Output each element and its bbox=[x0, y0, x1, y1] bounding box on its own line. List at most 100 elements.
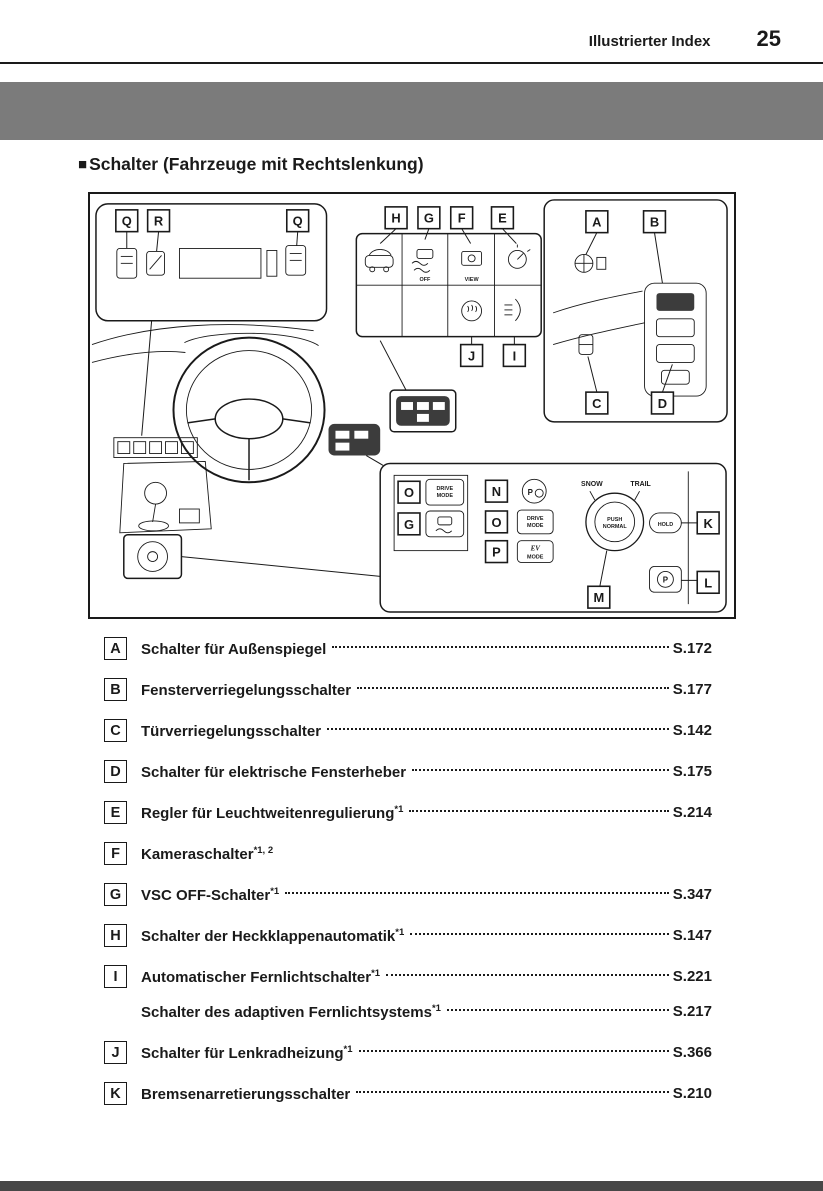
callout-p: P bbox=[484, 539, 509, 564]
callout-n: N bbox=[484, 479, 509, 503]
power-window-switch-bank bbox=[644, 282, 707, 397]
item-page-ref: S.210 bbox=[672, 1085, 712, 1102]
svg-text:TRAIL: TRAIL bbox=[630, 481, 651, 488]
callout-h: H bbox=[384, 206, 408, 230]
leader-dots bbox=[357, 686, 669, 689]
item-page-ref: S.347 bbox=[672, 886, 712, 903]
door-switch-panel bbox=[543, 199, 728, 423]
svg-text:EV: EV bbox=[530, 545, 542, 553]
svg-text:Q: Q bbox=[122, 214, 132, 229]
center-console-switch-panel bbox=[379, 462, 727, 613]
item-letter-badge: K bbox=[104, 1082, 127, 1105]
leader-dots bbox=[285, 891, 669, 894]
section-title-text: Schalter (Fahrzeuge mit Rechtslenkung) bbox=[89, 154, 424, 174]
svg-text:O: O bbox=[491, 515, 501, 530]
page-header: Illustrierter Index 25 bbox=[0, 0, 823, 64]
door-lock-switch-icon bbox=[578, 334, 594, 355]
svg-text:A: A bbox=[592, 215, 601, 230]
leader-dots bbox=[332, 645, 669, 648]
item-page-ref: S.175 bbox=[672, 763, 712, 780]
svg-text:HOLD: HOLD bbox=[658, 522, 674, 528]
callout-j: J bbox=[459, 343, 484, 368]
svg-text:SNOW: SNOW bbox=[581, 481, 603, 488]
bottom-bar bbox=[0, 1181, 823, 1191]
camera-switch-icon: VIEW bbox=[461, 251, 483, 283]
callout-o-left: O bbox=[397, 480, 421, 504]
callout-f: F bbox=[449, 206, 474, 230]
svg-text:I: I bbox=[513, 348, 517, 363]
svg-text:PUSH: PUSH bbox=[607, 517, 622, 523]
header-section-title: Illustrierter Index bbox=[588, 33, 711, 50]
item-page-ref: S.217 bbox=[672, 1003, 712, 1020]
index-item-e: E Regler für Leuchtweitenregulierung*1 S… bbox=[104, 801, 712, 824]
svg-text:MODE: MODE bbox=[527, 555, 544, 561]
item-label: Schalter für elektrische Fensterheber bbox=[141, 763, 407, 781]
index-item-i: I Automatischer Fernlichtschalter*1 S.22… bbox=[104, 965, 712, 988]
item-label: Türverriegelungsschalter bbox=[141, 722, 322, 740]
item-label: Schalter für Außenspiegel bbox=[141, 640, 327, 658]
callout-g-top: G bbox=[417, 206, 441, 230]
item-letter-badge: D bbox=[104, 760, 127, 783]
leader-dots bbox=[386, 973, 669, 976]
item-page-ref: S.147 bbox=[672, 927, 712, 944]
index-list: A Schalter für Außenspiegel S.172 B Fens… bbox=[104, 637, 712, 1105]
hold-button-icon: HOLD bbox=[649, 512, 698, 534]
drive-mode-button-icon: DRIVE MODE bbox=[425, 478, 465, 506]
callout-e: E bbox=[490, 206, 515, 230]
svg-text:K: K bbox=[703, 516, 713, 531]
svg-text:H: H bbox=[391, 211, 400, 226]
callout-q-right: Q bbox=[285, 209, 310, 233]
dashboard-outline bbox=[91, 324, 319, 363]
svg-text:G: G bbox=[404, 517, 414, 532]
drive-mode-select-knob: SNOW TRAIL PUSH NORMAL bbox=[581, 481, 652, 587]
callout-k: K bbox=[696, 511, 720, 535]
svg-text:N: N bbox=[492, 484, 501, 499]
item-page-ref: S.177 bbox=[672, 681, 712, 698]
callout-a: A bbox=[585, 210, 609, 234]
snow-mode-button-icon bbox=[425, 510, 465, 538]
steering-wheel bbox=[172, 336, 326, 484]
index-item-h: H Schalter der Heckklappenautomatik*1 S.… bbox=[104, 924, 712, 947]
mirror-switch-icon bbox=[574, 253, 607, 273]
parking-support-brake-icon: P bbox=[521, 478, 547, 504]
callout-r: R bbox=[146, 209, 171, 233]
page-number: 25 bbox=[756, 26, 781, 51]
svg-text:Q: Q bbox=[293, 214, 303, 229]
svg-text:D: D bbox=[658, 396, 667, 411]
svg-text:OFF: OFF bbox=[419, 277, 431, 283]
index-item-f: F Kameraschalter*1, 2 bbox=[104, 842, 712, 865]
leader-dots bbox=[409, 809, 669, 812]
index-item-b: B Fensterverriegelungsschalter S.177 bbox=[104, 678, 712, 701]
item-label: VSC OFF-Schalter*1 bbox=[141, 885, 280, 904]
item-letter-badge: A bbox=[104, 637, 127, 660]
item-letter-badge: I bbox=[104, 965, 127, 988]
item-letter-badge: E bbox=[104, 801, 127, 824]
item-label: Schalter des adaptiven Fernlichtsystems*… bbox=[141, 1002, 441, 1021]
vsc-off-switch-icon: OFF bbox=[411, 249, 434, 283]
svg-text:NORMAL: NORMAL bbox=[603, 524, 628, 530]
item-letter-badge: H bbox=[104, 924, 127, 947]
steering-heater-switch-icon bbox=[461, 300, 483, 322]
headlight-dial-panel bbox=[123, 534, 381, 580]
index-item-i2: Schalter des adaptiven Fernlichtsystems*… bbox=[104, 1000, 712, 1023]
item-label: Schalter der Heckklappenautomatik*1 bbox=[141, 926, 405, 945]
brake-hold-switch-icon: P bbox=[649, 566, 698, 593]
item-label: Regler für Leuchtweitenregulierung*1 bbox=[141, 803, 404, 822]
svg-text:L: L bbox=[704, 575, 712, 590]
instrument-panel-switch-grid bbox=[355, 228, 542, 345]
svg-text:DRIVE: DRIVE bbox=[436, 486, 453, 492]
tailgate-switch-icon bbox=[364, 249, 394, 273]
callout-i: I bbox=[502, 343, 527, 368]
callout-q-left: Q bbox=[115, 209, 139, 233]
callout-g-bottom: G bbox=[397, 512, 421, 536]
svg-text:P: P bbox=[528, 488, 534, 497]
overhead-switch-panel bbox=[95, 203, 328, 436]
steering-column-switch-pod bbox=[328, 423, 384, 466]
callout-d: D bbox=[650, 391, 675, 415]
callout-b: B bbox=[642, 210, 667, 234]
item-label: Automatischer Fernlichtschalter*1 bbox=[141, 967, 381, 986]
index-item-k: K Bremsenarretierungsschalter S.210 bbox=[104, 1082, 712, 1105]
svg-text:M: M bbox=[593, 590, 604, 605]
item-page-ref: S.142 bbox=[672, 722, 712, 739]
